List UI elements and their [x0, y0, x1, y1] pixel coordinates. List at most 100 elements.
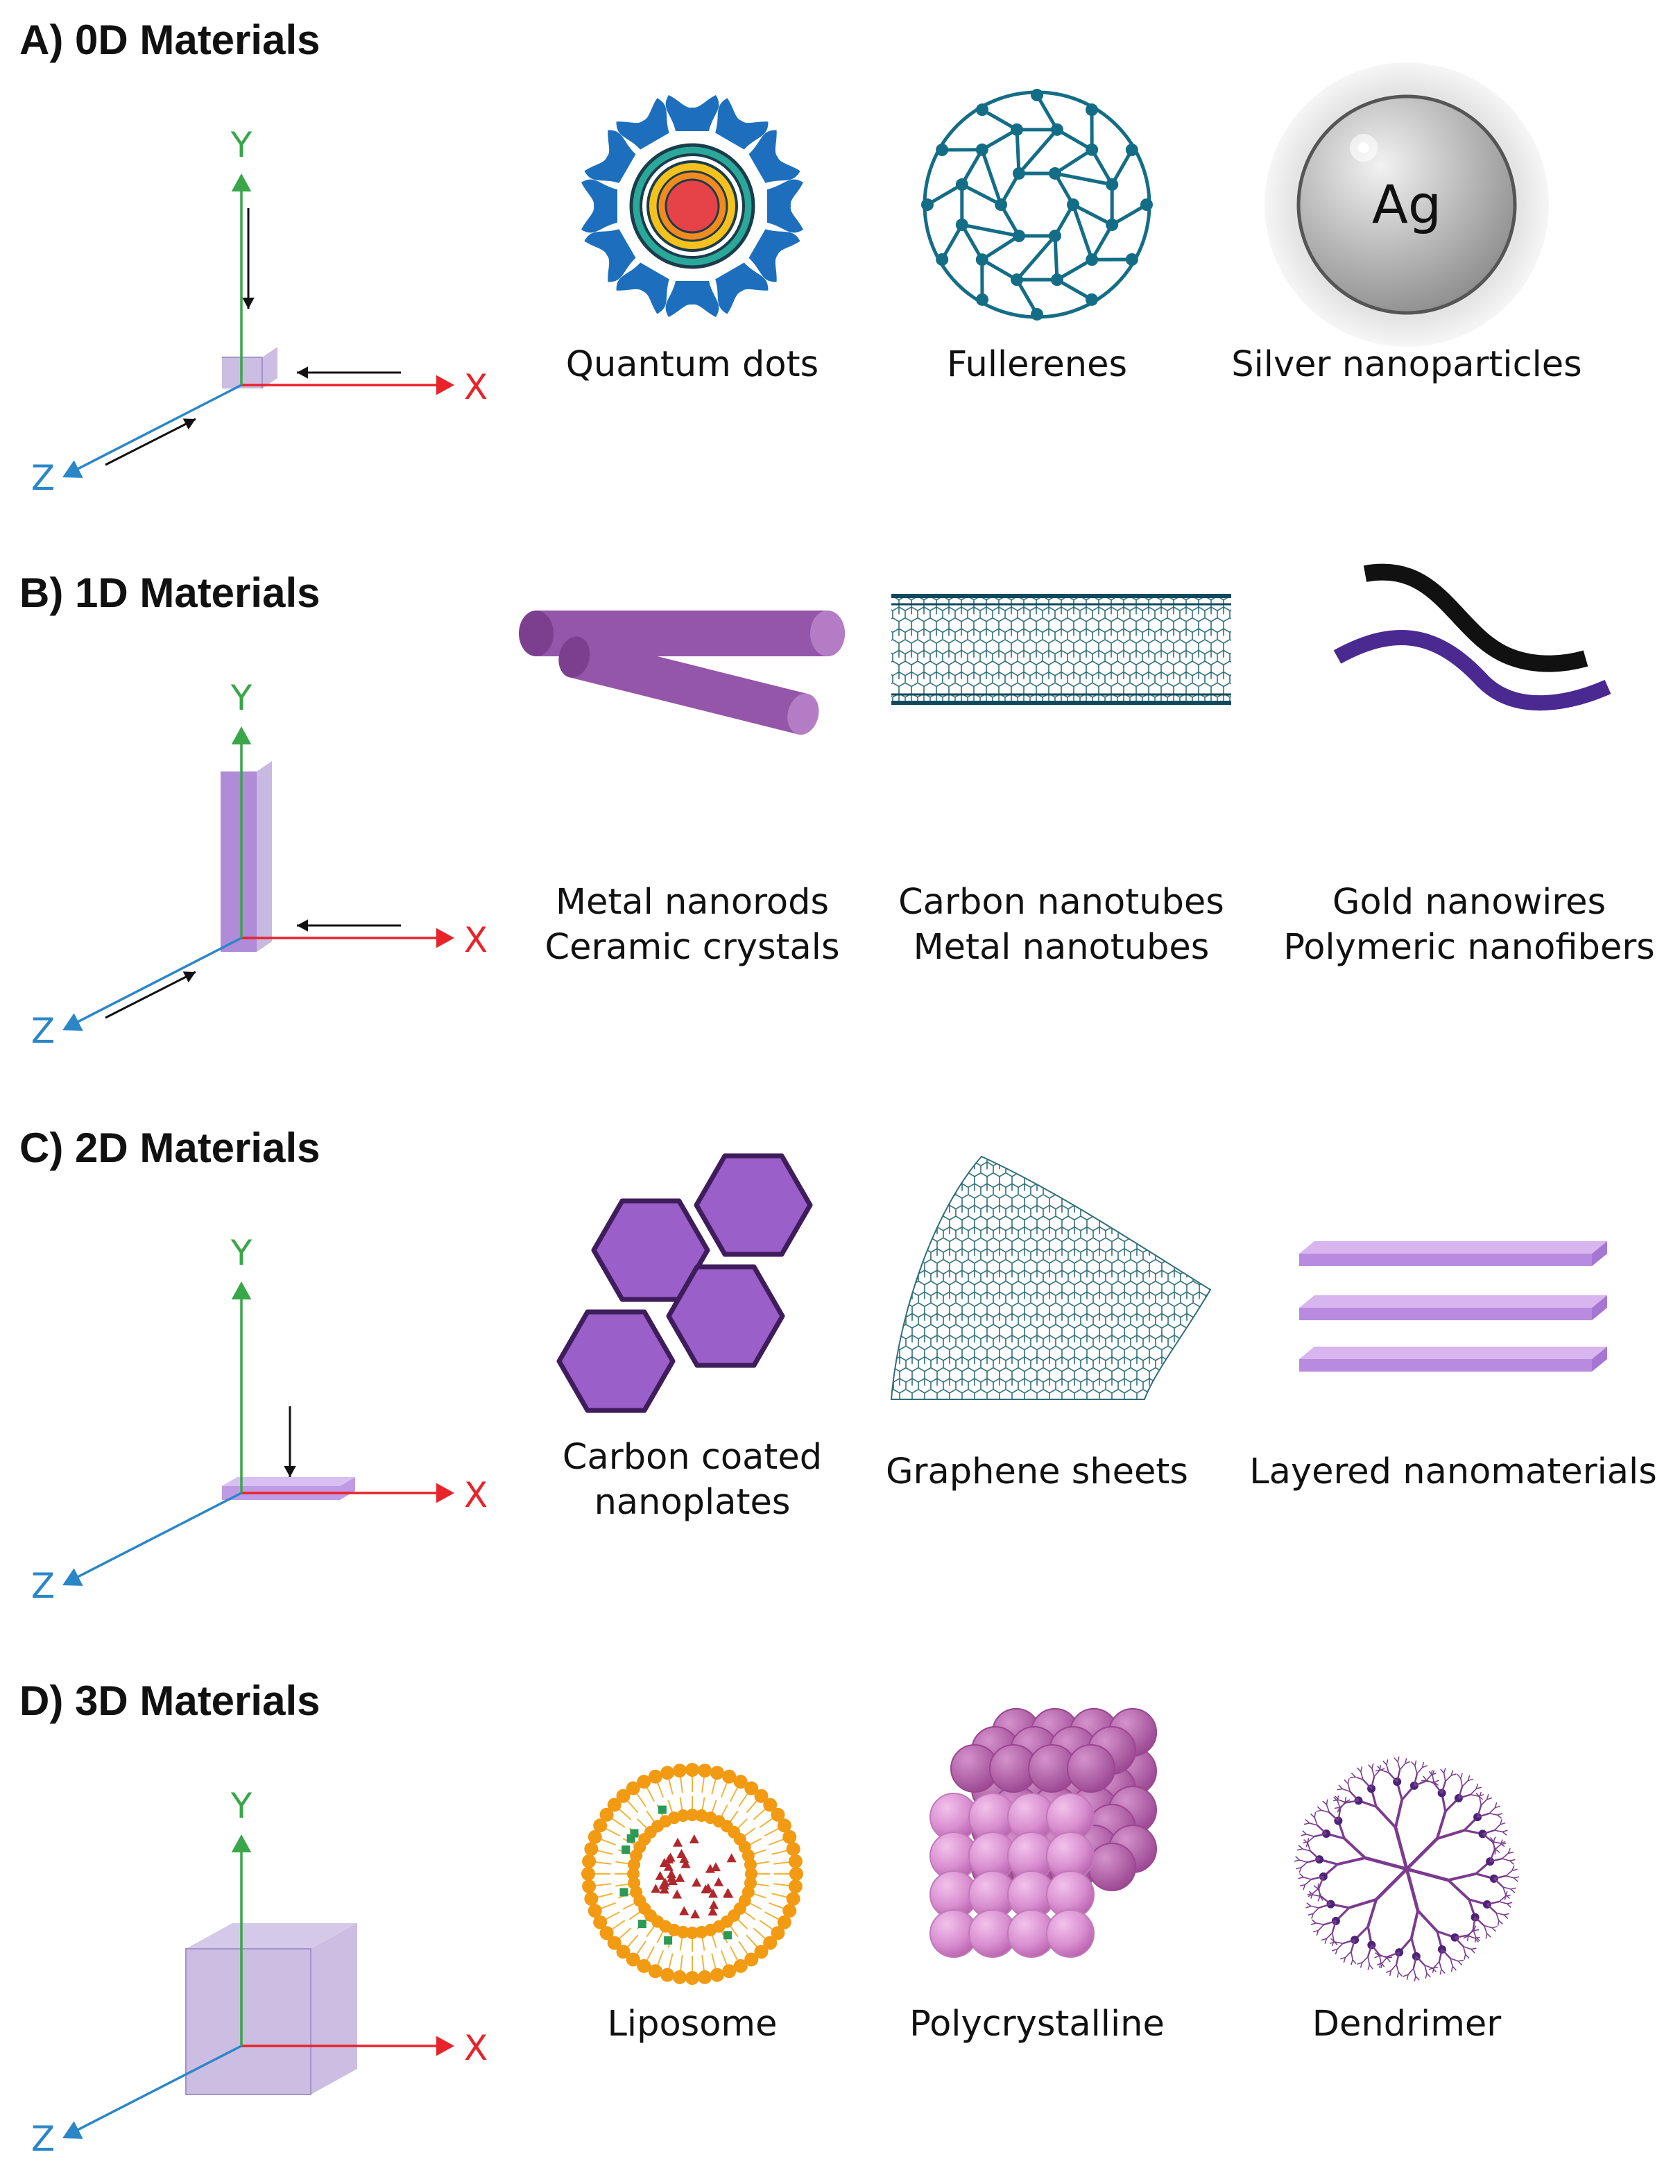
lipid-head: [754, 1945, 769, 1959]
ligand-arm: [715, 262, 769, 314]
dendrimer-branch: [1298, 1867, 1302, 1873]
dendrimer-branch: [1306, 1834, 1314, 1837]
dendrimer-branch: [1435, 1811, 1447, 1839]
dendrimer-branch: [1475, 1783, 1479, 1789]
dendrimer-branch: [1298, 1877, 1304, 1879]
dendrimer-branch: [1511, 1887, 1516, 1890]
dendrimer-branch: [1467, 1775, 1471, 1781]
dendrimer-branch: [1310, 1922, 1317, 1925]
lipid-head: [698, 1764, 712, 1778]
dendrimer-branch: [1321, 1938, 1327, 1941]
payload-molecule: [659, 1857, 669, 1867]
dendrimer-branch: [1493, 1877, 1504, 1888]
dendrimer-branch: [1318, 1876, 1324, 1888]
dendrimer-branch: [1368, 1764, 1373, 1769]
fullerene-atom: [1049, 167, 1061, 180]
nanorod-cap: [787, 693, 819, 735]
dendrimer-branch: [1370, 1776, 1375, 1789]
dendrimer-branch: [1311, 1919, 1317, 1924]
dendrimer-branch: [1421, 1761, 1425, 1768]
dendrimer-branch: [1445, 1775, 1452, 1782]
section-title: D) 3D Materials: [19, 1678, 320, 1724]
payload-molecule: [675, 1872, 685, 1882]
dendrimer-branch: [1463, 1945, 1472, 1950]
dendrimer-branch: [1351, 1951, 1353, 1960]
box-top: [222, 1477, 355, 1486]
dendrimer-branch: [1312, 1887, 1319, 1894]
dendrimer-branch: [1335, 1941, 1344, 1945]
dendrimer-branch: [1422, 1765, 1428, 1768]
lipid-head: [771, 1807, 785, 1822]
x-axis-label: X: [464, 2028, 488, 2068]
dendrimer-branch: [1460, 1778, 1463, 1787]
nanorod-end: [519, 611, 554, 656]
dendrimer-branch: [1413, 1773, 1418, 1786]
dendrimer-branch: [1307, 1843, 1311, 1852]
dendrimer-branch: [1511, 1865, 1515, 1871]
dendrimer-branch: [1342, 1938, 1355, 1945]
nanoplate-hexagon: [666, 1264, 785, 1368]
lipid-head: [777, 1818, 791, 1833]
dendrimer-branch: [1491, 1927, 1497, 1932]
dendrimer-node: [1331, 1916, 1340, 1925]
dendrimer-branch: [1458, 1793, 1471, 1800]
fullerene-bond: [1072, 203, 1113, 227]
dendrimer-branch: [1484, 1925, 1493, 1929]
dendrimer-branch: [1403, 1974, 1409, 1977]
dendrimer-branch: [1317, 1825, 1327, 1834]
nanoplate-hexagon: [694, 1153, 813, 1257]
dendrimer-branch: [1397, 1761, 1400, 1770]
dendrimer-branch: [1450, 1770, 1454, 1776]
lipid-head: [637, 1959, 651, 1973]
dendrimer-branch: [1345, 1951, 1352, 1958]
lipid-head: [607, 1798, 622, 1812]
z-axis-line: [74, 937, 242, 1025]
dendrimer-branch: [1306, 1902, 1312, 1907]
dendrimer-branch: [1331, 1940, 1335, 1947]
lipid-head: [599, 1807, 614, 1822]
lipid-head: [745, 1868, 757, 1880]
dendrimer-branch: [1482, 1829, 1495, 1835]
dendrimer-branch: [1385, 1970, 1391, 1973]
arrowhead: [62, 2121, 83, 2139]
dendrimer-branch: [1502, 1831, 1507, 1836]
lipid-head: [771, 1926, 785, 1940]
dendrimer-branch: [1360, 1771, 1364, 1780]
x-axis-label: X: [464, 367, 488, 407]
dendrimer-branch: [1416, 1767, 1423, 1775]
nanorod-end: [558, 636, 590, 678]
fullerene-bond: [1054, 148, 1093, 176]
dendrimer-branch: [1339, 1802, 1347, 1808]
fullerene-bond: [961, 223, 1020, 238]
dendrimer-branch: [1303, 1839, 1308, 1844]
dendrimer-branch: [1394, 1757, 1398, 1762]
payload-molecule: [723, 1888, 734, 1898]
dendrimer-branch: [1362, 1779, 1372, 1789]
dendrimer-branch: [1312, 1929, 1319, 1933]
dendrimer-branch: [1479, 1797, 1482, 1806]
dendrimer-branch: [1471, 1948, 1475, 1954]
dendrimer-branch: [1297, 1848, 1303, 1851]
crystal-atom-back: [1088, 1843, 1136, 1891]
caption-line: Ceramic crystals: [545, 927, 839, 968]
caption-line: Silver nanoparticles: [1231, 344, 1582, 385]
dendrimer-branch: [1389, 1970, 1392, 1977]
dendrimer-branch: [1324, 1938, 1328, 1944]
lipid-head: [637, 1775, 651, 1789]
crystal-atom-top: [1067, 1744, 1115, 1793]
dendrimer-branch: [1486, 1797, 1493, 1800]
dendrimer-branch: [1317, 1883, 1319, 1889]
membrane-drug: [619, 1888, 628, 1897]
dendrimer-branch: [1333, 1940, 1338, 1946]
fullerene-atom: [976, 103, 988, 117]
lipid-head: [593, 1915, 608, 1929]
lipid-head: [672, 1764, 687, 1778]
dendrimer-branch: [1509, 1860, 1515, 1866]
payload-molecule: [701, 1884, 711, 1894]
fullerene-atom: [921, 198, 934, 211]
dendrimer-branch: [1366, 1945, 1373, 1957]
z-axis-line: [74, 2045, 242, 2133]
arrowhead: [182, 418, 196, 430]
